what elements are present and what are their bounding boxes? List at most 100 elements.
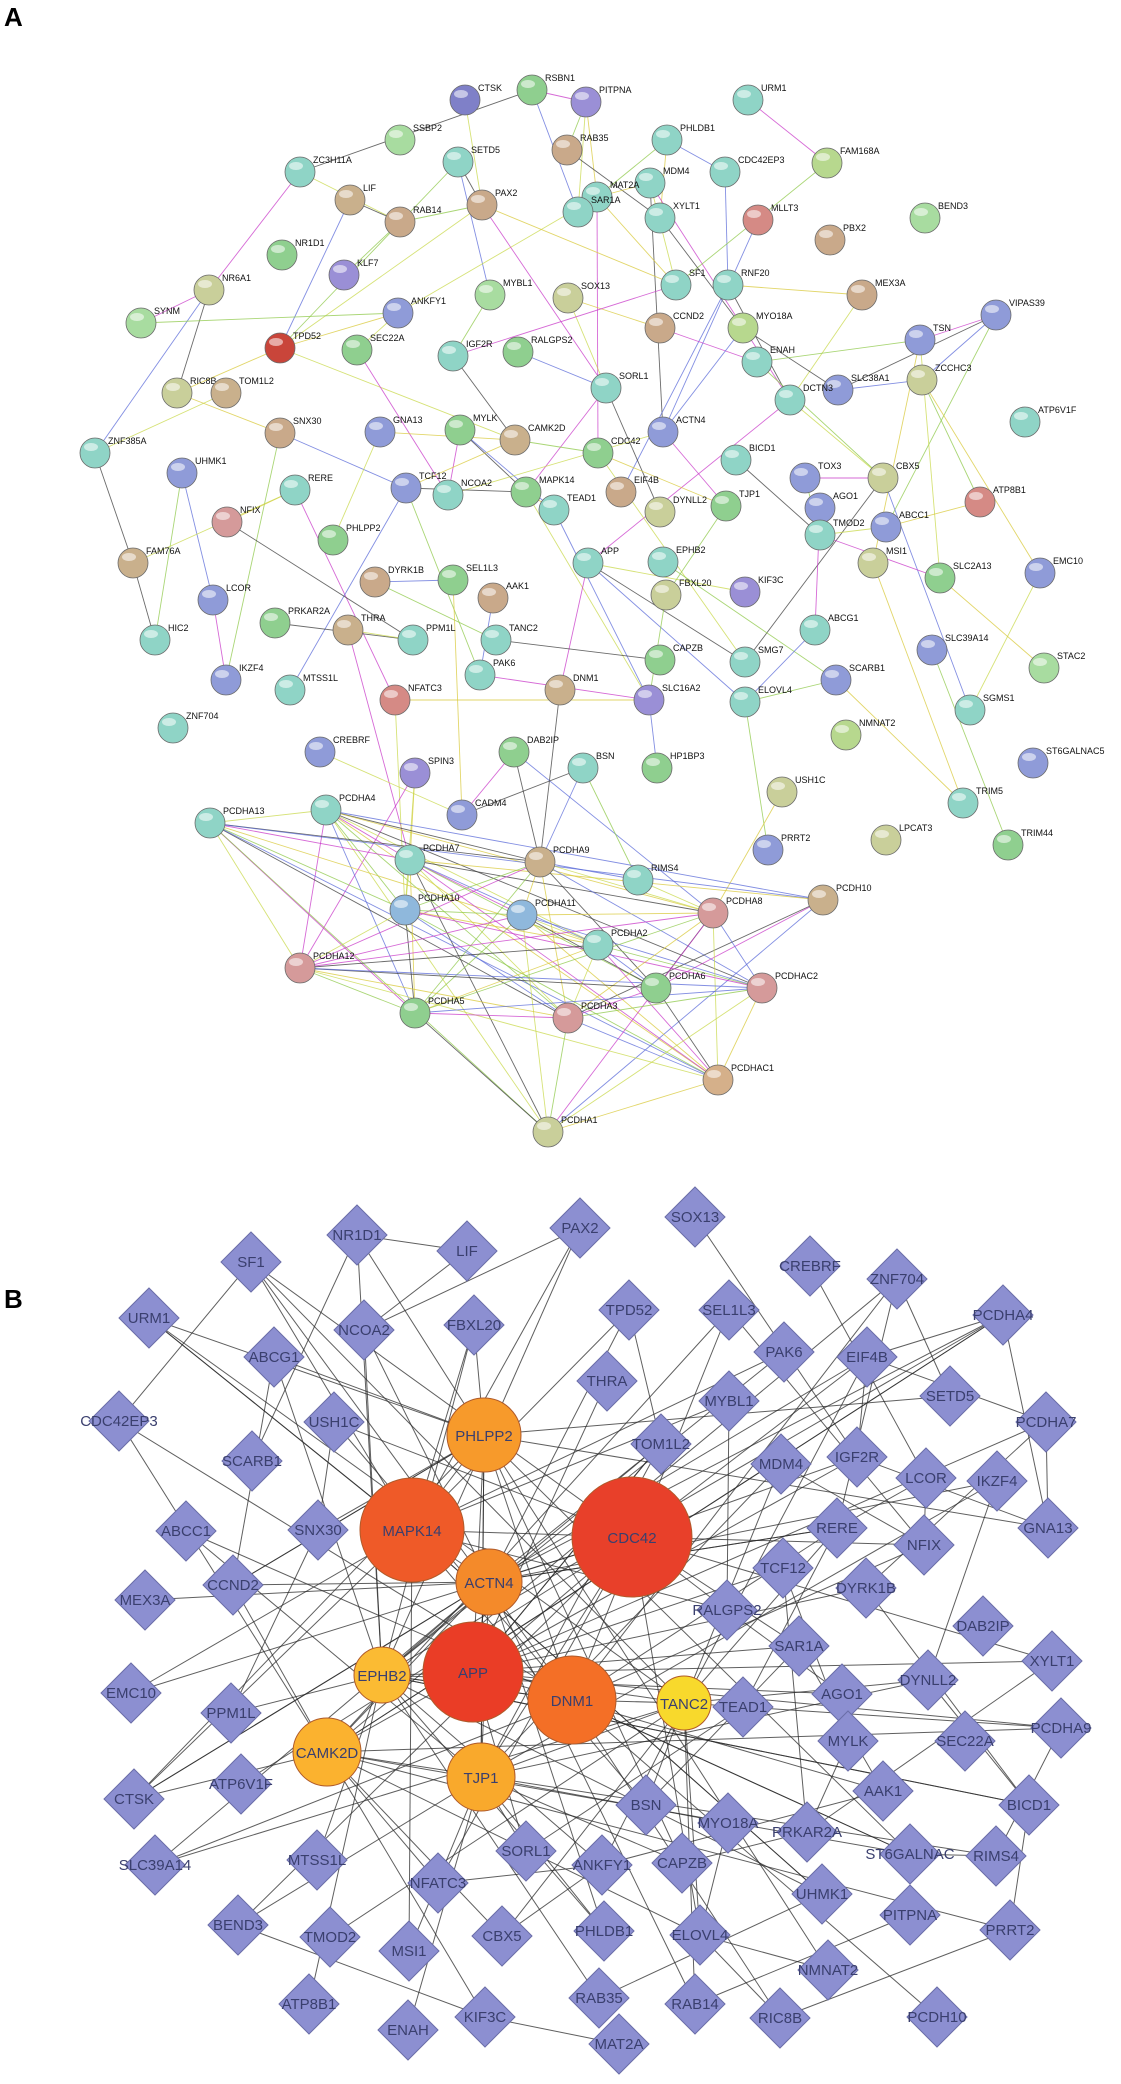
panel-a-node-thra[interactable]: THRA — [332, 613, 386, 646]
panel-a-node-enah[interactable]: ENAH — [741, 345, 795, 378]
panel-a-node-nfix[interactable]: NFIX — [211, 505, 261, 538]
panel-b-node-mat2a[interactable]: MAT2A — [588, 2013, 650, 2075]
panel-b-node-aak1[interactable]: AAK1 — [852, 1760, 914, 1822]
panel-b-node-sf1[interactable]: SF1 — [220, 1231, 282, 1293]
panel-b-node-bicd1[interactable]: BICD1 — [998, 1774, 1060, 1836]
panel-a-node-slc2a13[interactable]: SLC2A13 — [924, 561, 992, 594]
panel-b-node-myo18a[interactable]: MYO18A — [697, 1792, 759, 1854]
panel-a-node-lif[interactable]: LIF — [334, 183, 377, 216]
panel-b-node-lcor[interactable]: LCOR — [895, 1447, 957, 1509]
panel-a-node-sec22a[interactable]: SEC22A — [341, 333, 405, 366]
panel-a-node-sgms1[interactable]: SGMS1 — [954, 693, 1015, 726]
panel-a-node-pcdha12[interactable]: PCDHA12 — [284, 951, 355, 984]
panel-b-node-tpd52[interactable]: TPD52 — [598, 1279, 660, 1341]
panel-a-node-setd5[interactable]: SETD5 — [442, 145, 500, 178]
panel-b-node-slc39a14[interactable]: SLC39A14 — [119, 1834, 192, 1896]
panel-a-node-pcdha7[interactable]: PCDHA7 — [394, 843, 460, 876]
panel-a-node-ppm1l[interactable]: PPM1L — [397, 623, 456, 656]
panel-b-node-capzb[interactable]: CAPZB — [651, 1832, 713, 1894]
panel-a-node-pcdha11[interactable]: PCDHA11 — [506, 898, 576, 931]
panel-b-node-bend3[interactable]: BEND3 — [207, 1894, 269, 1956]
panel-a-node-ncoa2[interactable]: NCOA2 — [432, 478, 492, 511]
panel-a-node-dnm1[interactable]: DNM1 — [544, 673, 599, 706]
panel-a-node-mex3a[interactable]: MEX3A — [846, 278, 906, 311]
panel-a-node-pcdh10[interactable]: PCDH10 — [807, 883, 872, 916]
panel-a-node-znf704[interactable]: ZNF704 — [157, 711, 219, 744]
panel-b-node-pitpna[interactable]: PITPNA — [879, 1884, 941, 1946]
panel-a-node-bend3[interactable]: BEND3 — [909, 201, 968, 234]
panel-a-node-znf385a[interactable]: ZNF385A — [79, 436, 147, 469]
panel-b-node-cbx5[interactable]: CBX5 — [471, 1905, 533, 1967]
panel-a-node-synm[interactable]: SYNM — [125, 306, 180, 339]
panel-b-node-nr1d1[interactable]: NR1D1 — [326, 1204, 388, 1266]
panel-a-node-st6galnac5[interactable]: ST6GALNAC5 — [1017, 746, 1105, 779]
panel-b-hub-dnm1[interactable]: DNM1 — [527, 1655, 617, 1745]
panel-b-node-gna13[interactable]: GNA13 — [1017, 1497, 1079, 1559]
panel-b-node-elovl4[interactable]: ELOVL4 — [669, 1904, 731, 1966]
panel-b-node-rab35[interactable]: RAB35 — [568, 1967, 630, 2029]
panel-a-node-stac2[interactable]: STAC2 — [1028, 651, 1085, 684]
panel-b-hub-camk2d[interactable]: CAMK2D — [292, 1717, 362, 1787]
panel-a-node-scarb1[interactable]: SCARB1 — [820, 663, 885, 696]
panel-a-node-phldb1[interactable]: PHLDB1 — [651, 123, 715, 156]
panel-a-node-fbxl20[interactable]: FBXL20 — [650, 578, 712, 611]
panel-b-node-fbxl20[interactable]: FBXL20 — [443, 1294, 505, 1356]
panel-b-node-xylt1[interactable]: XYLT1 — [1021, 1630, 1083, 1692]
panel-a-node-bicd1[interactable]: BICD1 — [720, 443, 776, 476]
panel-b-node-dynll2[interactable]: DYNLL2 — [897, 1649, 959, 1711]
panel-a-node-sar1a[interactable]: SAR1A — [562, 195, 621, 228]
panel-a-node-pak6[interactable]: PAK6 — [464, 658, 515, 691]
panel-b-node-ush1c[interactable]: USH1C — [303, 1391, 365, 1453]
panel-a-node-aak1[interactable]: AAK1 — [477, 581, 529, 614]
panel-b-node-sel1l3[interactable]: SEL1L3 — [698, 1279, 760, 1341]
panel-a-node-mllt3[interactable]: MLLT3 — [742, 203, 798, 236]
panel-a-node-myo18a[interactable]: MYO18A — [727, 311, 793, 344]
panel-a-node-nr1d1[interactable]: NR1D1 — [266, 238, 325, 271]
panel-b-node-mex3a[interactable]: MEX3A — [114, 1569, 176, 1631]
panel-b-node-pak6[interactable]: PAK6 — [753, 1321, 815, 1383]
panel-a-node-pcdha5[interactable]: PCDHA5 — [399, 996, 465, 1029]
panel-b-node-cdc42ep3[interactable]: CDC42EP3 — [80, 1390, 158, 1452]
panel-a-node-pcdha2[interactable]: PCDHA2 — [582, 928, 648, 961]
panel-b-node-ric8b[interactable]: RIC8B — [749, 1987, 811, 2049]
panel-b-node-pcdh10[interactable]: PCDH10 — [906, 1986, 968, 2048]
panel-a-node-sox13[interactable]: SOX13 — [552, 281, 610, 314]
panel-b-node-prrt2[interactable]: PRRT2 — [979, 1899, 1041, 1961]
panel-a-node-cdc42ep3[interactable]: CDC42EP3 — [709, 155, 785, 188]
panel-a-node-pcdha8[interactable]: PCDHA8 — [697, 896, 763, 929]
panel-a-node-snx30[interactable]: SNX30 — [264, 416, 322, 449]
panel-b-node-ncoa2[interactable]: NCOA2 — [333, 1299, 395, 1361]
panel-b-node-pcdha4[interactable]: PCDHA4 — [972, 1284, 1034, 1346]
panel-b-node-scarb1[interactable]: SCARB1 — [221, 1430, 283, 1492]
panel-b-node-znf704[interactable]: ZNF704 — [866, 1248, 928, 1310]
panel-a-node-camk2d[interactable]: CAMK2D — [499, 423, 566, 456]
panel-a-node-rnf20[interactable]: RNF20 — [712, 268, 770, 301]
panel-a-node-phlpp2[interactable]: PHLPP2 — [317, 523, 381, 556]
panel-b-node-mdm4[interactable]: MDM4 — [750, 1433, 812, 1495]
panel-a-node-rsbn1[interactable]: RSBN1 — [516, 73, 575, 106]
panel-a-node-sel1l3[interactable]: SEL1L3 — [437, 563, 498, 596]
panel-b-node-tmod2[interactable]: TMOD2 — [299, 1906, 361, 1968]
panel-a-node-lcor[interactable]: LCOR — [197, 583, 252, 616]
panel-b-node-sox13[interactable]: SOX13 — [664, 1186, 726, 1248]
panel-a-node-pcdha9[interactable]: PCDHA9 — [524, 845, 590, 878]
panel-b-node-phldb1[interactable]: PHLDB1 — [573, 1900, 635, 1962]
panel-a-node-igf2r[interactable]: IGF2R — [437, 339, 493, 372]
panel-b-node-dyrk1b[interactable]: DYRK1B — [835, 1557, 897, 1619]
panel-a-node-pcdha10[interactable]: PCDHA10 — [389, 893, 460, 926]
panel-a-node-slc39a14[interactable]: SLC39A14 — [916, 633, 989, 666]
panel-b-node-emc10[interactable]: EMC10 — [100, 1662, 162, 1724]
panel-a-node-atp6v1f[interactable]: ATP6V1F — [1009, 405, 1077, 438]
panel-b-node-igf2r[interactable]: IGF2R — [826, 1426, 888, 1488]
panel-b-node-rims4[interactable]: RIMS4 — [965, 1825, 1027, 1887]
panel-a-node-dab2ip[interactable]: DAB2IP — [498, 735, 559, 768]
panel-a-node-pcdha6[interactable]: PCDHA6 — [640, 971, 706, 1004]
panel-b-hub-tjp1[interactable]: TJP1 — [446, 1742, 516, 1812]
panel-b-node-rab14[interactable]: RAB14 — [664, 1973, 726, 2035]
panel-a-node-cdc42[interactable]: CDC42 — [582, 436, 641, 469]
panel-a-node-abcc1[interactable]: ABCC1 — [870, 510, 929, 543]
panel-a-node-vipas39[interactable]: VIPAS39 — [980, 298, 1045, 331]
panel-a-node-sorl1[interactable]: SORL1 — [590, 371, 649, 404]
panel-a-node-dctn3[interactable]: DCTN3 — [774, 383, 833, 416]
panel-a-node-ralgps2[interactable]: RALGPS2 — [502, 335, 573, 368]
